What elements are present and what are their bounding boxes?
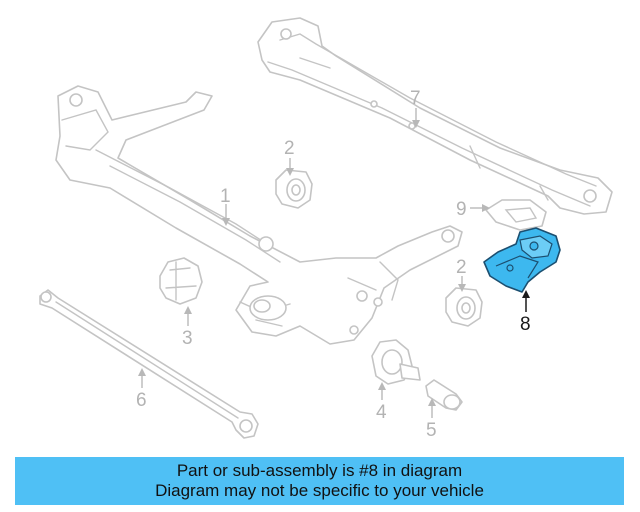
callout-1: 1 [220,186,231,207]
parts-diagram: 7 1 2 2 3 4 5 6 9 8 [39,17,613,441]
part-4-wheel-hub[interactable] [371,339,421,385]
caption-banner: Part or sub-assembly is #8 in diagram Di… [15,457,624,505]
caption-line-1: Part or sub-assembly is #8 in diagram [176,461,463,480]
callout-8: 8 [520,314,531,335]
part-9-plate[interactable] [485,199,547,231]
part-5-bolt[interactable] [425,379,463,411]
callout-3: 3 [182,328,193,349]
part-7-crossmember[interactable] [257,17,613,215]
part-6-track-bar[interactable] [39,289,259,439]
part-2-bushing-upper[interactable] [275,169,313,209]
part-3-mount[interactable] [159,257,203,305]
part-2-bushing-lower[interactable] [445,287,483,327]
part-1-axle-beam[interactable] [55,85,463,345]
callout-5: 5 [426,420,437,441]
callout-9: 9 [456,199,467,220]
callout-4: 4 [376,402,387,423]
callout-6: 6 [136,390,147,411]
caption-line-2: Diagram may not be specific to your vehi… [155,481,484,500]
callout-2-lower: 2 [456,257,467,278]
leader-lines [138,108,530,418]
part-8-bracket-highlighted[interactable] [483,227,561,293]
callout-7: 7 [410,88,421,109]
callout-2-upper: 2 [284,138,295,159]
